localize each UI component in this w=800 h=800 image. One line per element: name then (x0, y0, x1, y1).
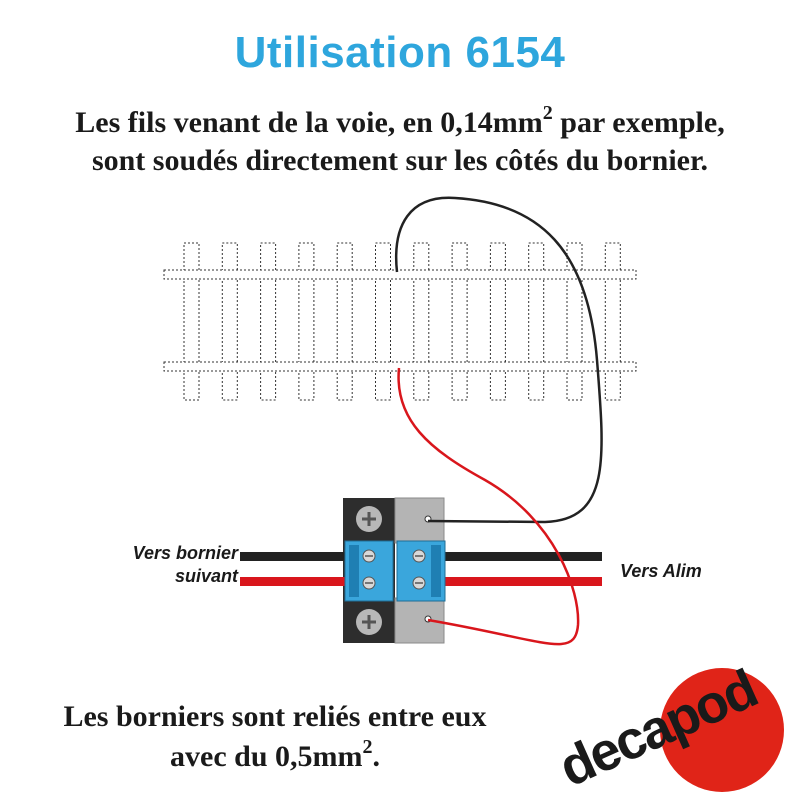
intro-text: Les fils venant de la voie, en 0,14mm2 p… (0, 102, 800, 180)
bottom-line-1: Les borniers sont reliés entre eux (63, 700, 487, 733)
feeder-wire-black (394, 196, 603, 524)
track-sleeper (260, 242, 277, 401)
track-sleeper (413, 242, 430, 401)
label-next-terminal-line-2: suivant (174, 566, 238, 586)
page-title: Utilisation 6154 (234, 28, 566, 77)
track-sleeper (489, 242, 506, 401)
track-sleeper (528, 242, 545, 401)
track-sleeper (221, 242, 238, 401)
terminal-left (344, 540, 394, 602)
screw-bottom-icon (356, 609, 382, 635)
track-rail-top (163, 269, 637, 280)
bus-wires (240, 552, 602, 586)
bus-wire-red-left (240, 577, 345, 586)
track-sleeper (336, 242, 353, 401)
label-next-terminal: Vers bornier suivant (100, 542, 238, 588)
bus-wire-black-left (240, 552, 345, 561)
label-power-supply: Vers Alim (620, 561, 702, 581)
decapod-logo: decapod (550, 659, 784, 798)
bottom-text: Les borniers sont reliés entre eux avec … (30, 697, 520, 777)
intro-line-2: sont soudés directement sur les côtés du… (91, 144, 709, 177)
track (163, 242, 637, 401)
bus-wire-black-right (440, 552, 602, 561)
logo-circle (660, 668, 784, 792)
track-sleeper (375, 242, 391, 401)
screw-top-icon (356, 506, 382, 532)
terminal-right (396, 540, 446, 602)
bottom-line-2: avec du 0,5mm2. (170, 736, 380, 773)
label-next-terminal-line-1: Vers bornier (132, 543, 238, 563)
feeder-wire-red (397, 367, 580, 646)
track-sleeper (451, 242, 468, 401)
intro-line-1: Les fils venant de la voie, en 0,14mm2 p… (75, 102, 725, 139)
track-sleeper (298, 242, 315, 401)
bus-wire-red-right (440, 577, 602, 586)
track-sleeper (604, 242, 621, 401)
track-sleeper (183, 242, 200, 401)
track-sleeper (566, 242, 583, 401)
